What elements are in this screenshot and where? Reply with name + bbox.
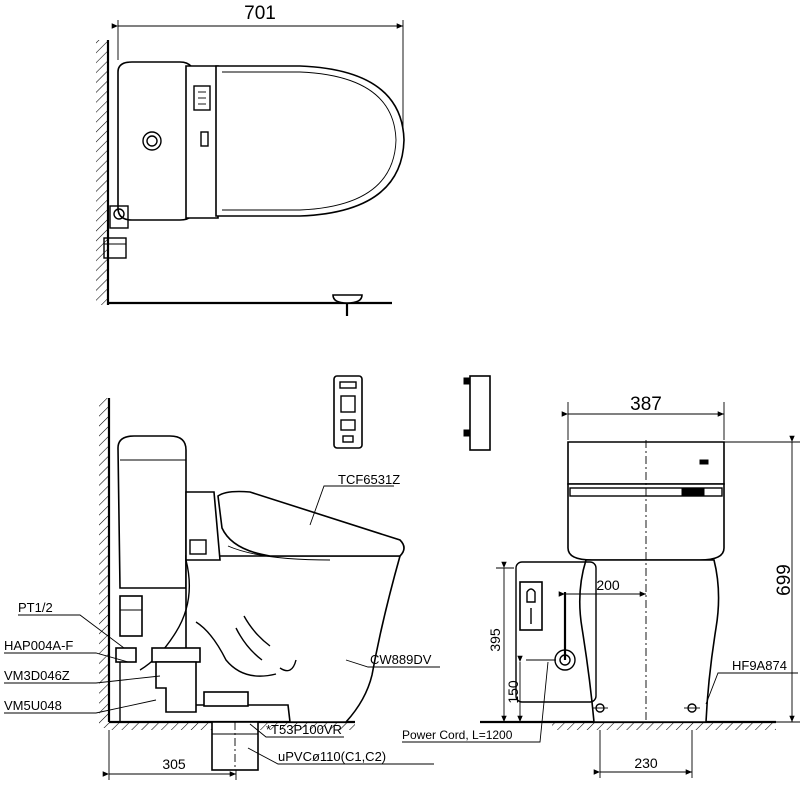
top-view: 701: [96, 3, 405, 316]
dim-230: 230: [634, 755, 658, 771]
tank-side: [117, 435, 187, 589]
front-view: 387 699 200 395 150 230 HF9A874 Power Co…: [402, 375, 800, 778]
dim-701: 701: [244, 3, 276, 24]
side-view: TCF6531Z PT1/2 HAP004A-F VM3D046Z VM5U04…: [4, 375, 440, 780]
label-t53p100vr: *T53P100VR: [266, 722, 342, 737]
label-pt12: PT1/2: [18, 600, 53, 615]
label-hf9a874: HF9A874: [732, 658, 787, 673]
seat-lid-top: [215, 65, 405, 217]
label-power-cord: Power Cord, L=1200: [402, 728, 513, 742]
label-vm3d046z: VM3D046Z: [4, 668, 70, 683]
label-cw889dv: CW889DV: [370, 652, 432, 667]
label-vm5u048: VM5U048: [4, 698, 62, 713]
socket-box: [519, 581, 543, 631]
bowl-side: [185, 555, 402, 723]
label-upvc: uPVCø110(C1,C2): [278, 749, 386, 764]
dim-305: 305: [162, 756, 186, 772]
dim-387: 387: [630, 394, 662, 415]
dim-150: 150: [505, 680, 521, 704]
wall-hatch: [96, 40, 108, 305]
label-tcf6531z: TCF6531Z: [338, 472, 400, 487]
label-hap004a: HAP004A-F: [4, 638, 73, 653]
dim-395: 395: [487, 628, 503, 652]
dim-200: 200: [596, 577, 620, 593]
seat-side: [217, 490, 405, 557]
bowl-front: [578, 559, 720, 723]
dim-699: 699: [774, 564, 795, 596]
